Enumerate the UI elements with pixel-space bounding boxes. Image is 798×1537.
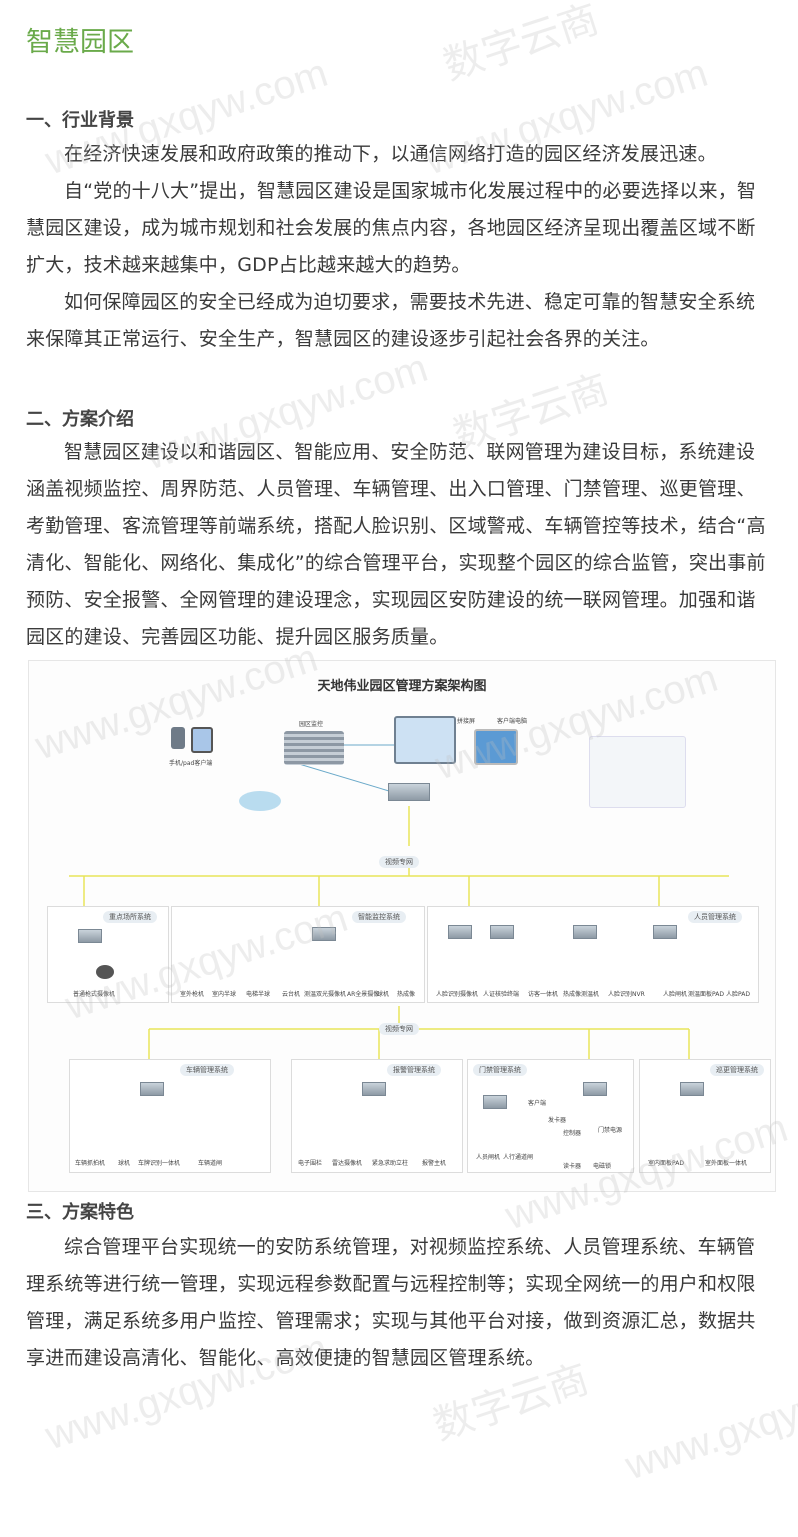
section-heading-introduction: 二、方案介绍 [26, 409, 134, 430]
device-label: 普通枪式摄像机 [73, 991, 116, 998]
system-name: 报警管理系统 [387, 1064, 441, 1076]
core-switch [388, 783, 430, 801]
device-label: 紧急求助立柱 [372, 1160, 409, 1167]
system-name: 重点场所系统 [103, 911, 157, 923]
system-box: 人员管理系统 人脸识别摄像机 人证核验终端 访客一体机 热成像测温机 人脸识别N… [427, 906, 759, 1003]
system-box: 重点场所系统 普通枪式摄像机 [47, 906, 169, 1003]
server-label: 园区监控 [299, 721, 324, 728]
switch-icon [448, 925, 472, 939]
system-box: 报警管理系统 电子围栏 雷达摄像机 紧急求助立柱 报警主机 [291, 1059, 463, 1173]
cloud-icon [239, 791, 281, 811]
system-box: 门禁管理系统 客户端 发卡器 控制器 门禁电源 人员闸机 人行通道闸 读卡器 电… [467, 1059, 634, 1173]
paragraph: 智慧园区建设以和谐园区、智能应用、安全防范、联网管理为建设目标，系统建设涵盖视频… [26, 441, 766, 648]
server-device [284, 731, 344, 765]
tablet-device [191, 727, 213, 753]
switch-icon [653, 925, 677, 939]
switch-icon [312, 927, 336, 941]
switch-icon [490, 925, 514, 939]
system-name: 巡更管理系统 [710, 1064, 764, 1076]
device-label: 人脸PAD [726, 991, 750, 998]
network-label: 视频专网 [379, 856, 419, 868]
device-label: 电子围栏 [298, 1160, 323, 1167]
device-label: 室内面板PAD [648, 1160, 684, 1167]
switch-icon [583, 1082, 607, 1096]
device-label: 车辆抓拍机 [75, 1160, 106, 1167]
watermark: 数字云商 [438, 0, 605, 89]
system-name: 门禁管理系统 [473, 1064, 527, 1076]
switch-icon [140, 1082, 164, 1096]
device-label: 人员闸机 [476, 1154, 501, 1161]
device-label: 球机 [377, 991, 390, 998]
video-wall-label: 拼接屏 [457, 718, 476, 725]
device-label: 热成像 [397, 991, 416, 998]
device-label: 室外面板一体机 [705, 1160, 748, 1167]
client-pc-device [474, 729, 518, 765]
device-label: 门禁电源 [598, 1127, 623, 1134]
architecture-diagram: 天地伟业园区管理方案架构图 [28, 660, 776, 1192]
network-label: 视频专网 [379, 1023, 419, 1035]
device-label: 人证核验终端 [483, 991, 520, 998]
device-label: 报警主机 [422, 1160, 447, 1167]
device-label: 车辆道闸 [198, 1160, 223, 1167]
device-label: 客户端 [528, 1100, 547, 1107]
client-pc-label: 客户端电脑 [497, 718, 528, 725]
switch-icon [573, 925, 597, 939]
device-label: 电磁锁 [593, 1163, 612, 1170]
phone-device [171, 727, 185, 749]
section-heading-features: 三、方案特色 [26, 1202, 134, 1223]
legend-box [589, 736, 686, 808]
system-name: 人员管理系统 [688, 911, 742, 923]
paragraph: 在经济快速发展和政府政策的推动下，以通信网络打造的园区经济发展迅速。 [64, 143, 717, 165]
paragraph: 如何保障园区的安全已经成为迫切要求，需要技术先进、稳定可靠的智慧安全系统来保障其… [26, 291, 756, 350]
switch-icon [680, 1082, 704, 1096]
device-label: 测温面板PAD [688, 991, 724, 998]
device-label: AR全景摄像 [347, 991, 380, 998]
paragraph: 自“党的十八大”提出，智慧园区建设是国家城市化发展过程中的必要选择以来，智慧园区… [26, 180, 757, 276]
device-label: 电梯半球 [246, 991, 271, 998]
device-label: 云台机 [282, 991, 301, 998]
device-label: 人脸识别摄像机 [436, 991, 479, 998]
system-box: 车辆管理系统 车辆抓拍机 球机 车牌识别一体机 车辆道闸 [69, 1059, 271, 1173]
device-label: 测温双光摄像机 [304, 991, 347, 998]
page-title: 智慧园区 [26, 27, 134, 58]
mobile-client-label: 手机/pad客户端 [169, 760, 213, 767]
switch-icon [483, 1095, 507, 1109]
system-name: 智能监控系统 [352, 911, 406, 923]
device-label: 热成像测温机 [563, 991, 600, 998]
device-label: 人行通道闸 [503, 1154, 534, 1161]
section-heading-background: 一、行业背景 [26, 110, 134, 131]
device-label: 室内半球 [212, 991, 237, 998]
paragraph: 综合管理平台实现统一的安防系统管理，对视频监控系统、人员管理系统、车辆管理系统等… [26, 1236, 756, 1369]
diagram-title: 天地伟业园区管理方案架构图 [317, 679, 487, 694]
video-wall-device [394, 716, 456, 764]
device-label: 发卡器 [548, 1117, 567, 1124]
device-label: 访客一体机 [528, 991, 559, 998]
switch-icon [78, 929, 102, 943]
device-label: 读卡器 [563, 1163, 582, 1170]
system-name: 车辆管理系统 [180, 1064, 234, 1076]
switch-icon [362, 1082, 386, 1096]
device-label: 控制器 [563, 1130, 582, 1137]
device-label: 人脸闸机 [663, 991, 688, 998]
device-label: 雷达摄像机 [332, 1160, 363, 1167]
system-box: 巡更管理系统 室内面板PAD 室外面板一体机 [639, 1059, 771, 1173]
device-label: 室外枪机 [180, 991, 205, 998]
device-label: 球机 [118, 1160, 131, 1167]
device-label: 人脸识别NVR [608, 991, 645, 998]
device-label: 车牌识别一体机 [138, 1160, 181, 1167]
system-box: 智能监控系统 室外枪机 室内半球 电梯半球 云台机 测温双光摄像机 AR全景摄像… [171, 906, 425, 1003]
camera-icon [96, 965, 114, 979]
